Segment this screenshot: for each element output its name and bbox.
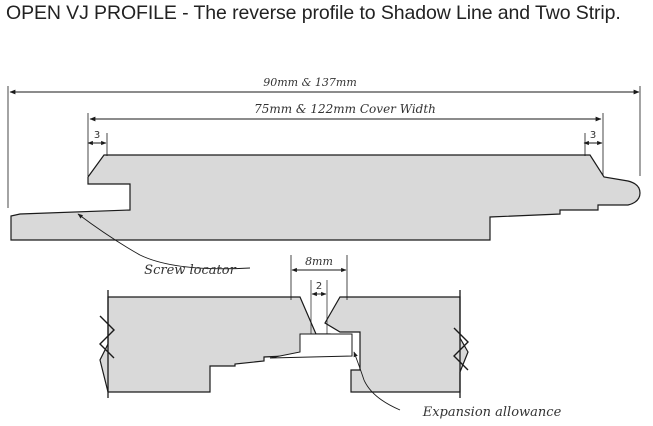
expansion-allowance-label: Expansion allowance xyxy=(422,405,562,420)
expansion-allowance-leader xyxy=(353,351,401,411)
left-3mm-label: 3 xyxy=(94,130,100,141)
left-board-detail xyxy=(99,296,331,393)
screw-locator-label: Screw locator xyxy=(144,263,236,278)
board-profile xyxy=(10,154,641,241)
gap-inner-label: 2 xyxy=(316,281,322,292)
page-title: OPEN VJ PROFILE - The reverse profile to… xyxy=(6,2,621,24)
overall-width-label: 90mm & 137mm xyxy=(263,76,357,89)
expansion-gap xyxy=(269,333,353,359)
right-3mm-label: 3 xyxy=(590,130,596,141)
gap-width-label: 8mm xyxy=(305,255,333,268)
screw-locator-leader xyxy=(77,213,251,270)
cover-width-label: 75mm & 122mm Cover Width xyxy=(254,102,436,116)
